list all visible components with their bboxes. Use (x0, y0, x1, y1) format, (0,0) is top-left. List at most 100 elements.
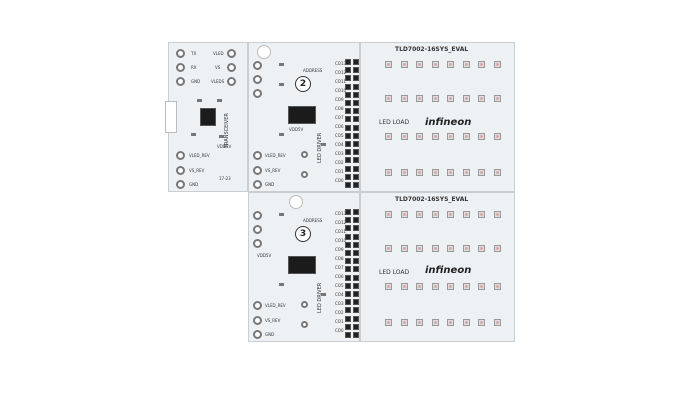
header-pin (353, 209, 359, 215)
header-pin (345, 233, 351, 240)
led (400, 283, 408, 290)
led (493, 61, 501, 68)
header-pin (345, 307, 351, 314)
header-pin (353, 266, 359, 273)
channel-label: CO13 (335, 61, 347, 66)
header-pin (353, 165, 359, 172)
led (447, 319, 454, 326)
led (400, 61, 408, 68)
pad (253, 211, 262, 220)
header-pin (345, 323, 351, 330)
channel-label: CO4 (335, 292, 344, 297)
pad (301, 301, 308, 308)
led-driver-chip (289, 107, 315, 123)
revision-label: 17-23 (219, 176, 231, 181)
header-pin (353, 59, 359, 65)
channel-label: CO2 (335, 310, 344, 315)
transceiver-label: TRANSCEIVER (224, 113, 230, 148)
header-pin (353, 124, 359, 131)
led (493, 319, 501, 326)
led (416, 61, 423, 68)
led (478, 319, 485, 326)
header-pin (345, 91, 351, 98)
pad (176, 180, 185, 189)
header-pin (353, 141, 359, 147)
header-pin (345, 59, 351, 65)
pad (176, 77, 185, 86)
pad-label: VS_REV (189, 168, 205, 173)
led (431, 133, 439, 140)
header-pin (345, 173, 351, 180)
channel-label: CO8 (335, 256, 344, 261)
pad-label: GND (189, 182, 199, 187)
vdd-label: VDD5V (217, 144, 232, 149)
led (478, 283, 485, 290)
led (493, 211, 501, 218)
header-pin (345, 165, 351, 172)
pad-label: RX (191, 65, 197, 70)
board-title: TLD7002-16SYS_EVAL (395, 196, 469, 203)
header-pin (353, 291, 359, 297)
header-pin (345, 225, 351, 232)
side-label: VLED_REV (265, 303, 286, 308)
led (447, 245, 454, 252)
mounting-hole (257, 45, 271, 59)
brand-logo: infineon (425, 117, 472, 128)
led (431, 283, 439, 290)
adapter-board: TX RX GND VLED VS VLEDS TRANSCEIVER VLED… (165, 42, 248, 192)
led (478, 61, 485, 68)
header-pin (345, 241, 351, 248)
channel-label: CO3 (335, 151, 344, 156)
led (385, 211, 392, 218)
side-label: VS_REV (265, 318, 281, 323)
led (400, 245, 408, 252)
led (493, 283, 501, 290)
component (279, 213, 284, 216)
led (462, 61, 470, 68)
driver-board-bottom: 3 ADDRESS LED DRIVER VDD5V VLED_REV VS_R… (248, 192, 360, 342)
pad (253, 75, 262, 84)
led (493, 95, 501, 102)
channel-label: CO5 (335, 283, 344, 288)
pad (253, 166, 262, 175)
led-driver-chip (289, 257, 315, 273)
pad (176, 166, 185, 175)
header-pin (353, 149, 359, 156)
led (447, 133, 454, 140)
channel-label: CO11 (335, 229, 347, 234)
pad (176, 63, 185, 72)
header-pin (353, 282, 359, 289)
component (279, 133, 284, 136)
header-pin (353, 132, 359, 139)
pad (176, 49, 185, 58)
component (321, 293, 326, 296)
header-pin (345, 141, 351, 147)
header-pin (353, 299, 359, 306)
connector-block (165, 101, 177, 133)
led (431, 61, 439, 68)
led (462, 245, 470, 252)
header-pin (345, 274, 351, 281)
led (416, 95, 423, 102)
component (191, 133, 196, 136)
header-pin (353, 100, 359, 106)
led (385, 133, 392, 140)
header-pin (353, 307, 359, 314)
header-pin (345, 108, 351, 115)
channel-label: CO6 (335, 274, 344, 279)
header-pin (353, 225, 359, 232)
header-pin (353, 332, 359, 338)
pad (253, 61, 262, 70)
vdd-label: VDD5V (289, 127, 304, 132)
led (462, 133, 470, 140)
led (447, 95, 454, 102)
led (447, 211, 454, 218)
header-pin (345, 299, 351, 306)
channel-label: CO10 (335, 88, 347, 93)
vdd-label: VDD5V (257, 253, 272, 258)
led (385, 169, 392, 176)
channel-label: CO3 (335, 301, 344, 306)
header-pin (345, 67, 351, 74)
led (447, 169, 454, 176)
component (279, 83, 284, 86)
